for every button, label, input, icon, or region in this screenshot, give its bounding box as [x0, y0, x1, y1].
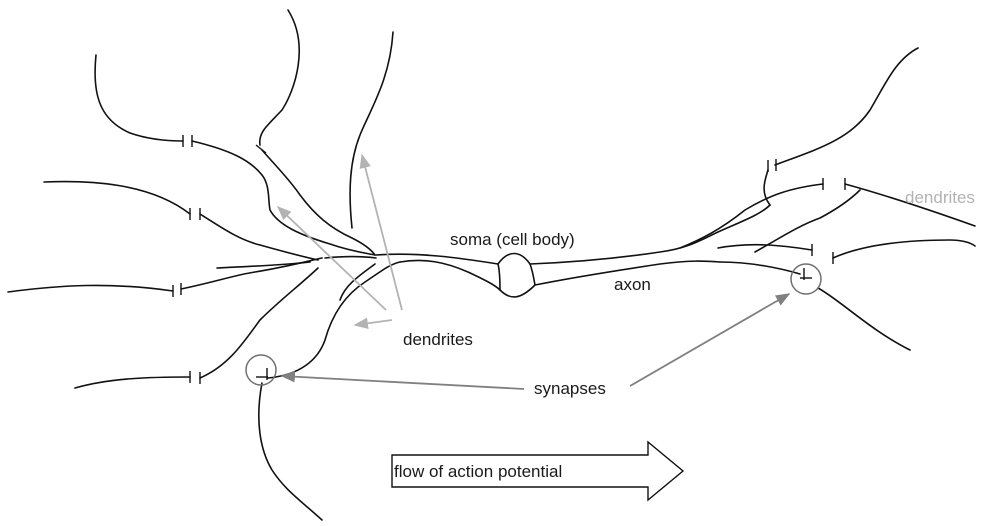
left-synapse-gaps	[173, 135, 268, 384]
synapses-label: synapses	[534, 379, 606, 398]
flow-arrow-label: flow of action potential	[394, 462, 562, 481]
dendrite-arrow	[362, 155, 402, 310]
dendrite-branch	[833, 240, 975, 258]
synapse-arrow	[630, 294, 789, 386]
synapse-circle-right	[791, 264, 821, 294]
dendrite-branch	[200, 268, 318, 378]
dendrite-arrow	[355, 320, 392, 325]
soma-label: soma (cell body)	[450, 230, 575, 249]
synapse-gap-mark	[256, 145, 266, 153]
synapse-arrow	[282, 376, 524, 389]
synapse-pointer-arrows	[282, 294, 789, 389]
dendrite-branch	[818, 288, 910, 350]
dendrite-branch	[755, 190, 860, 252]
dendrite-branch	[720, 262, 800, 274]
dendrite-branch	[192, 141, 375, 255]
soma-and-axon	[376, 205, 770, 297]
dendrite-branch	[259, 383, 322, 520]
synapse-circle-left	[246, 355, 276, 385]
dendrites-label: dendrites	[403, 330, 473, 349]
soma-bulge	[530, 264, 535, 285]
dendrite-branch	[217, 262, 310, 268]
dendrite-branch	[8, 285, 173, 292]
dendrite-branch	[262, 150, 375, 255]
soma-bulge	[498, 264, 500, 290]
dendrite-branch	[350, 32, 393, 228]
dendrite-branch	[680, 184, 823, 248]
dendrite-branch	[718, 245, 812, 250]
right-synapse-gaps	[768, 159, 845, 280]
dendrites-label-right: dendrites	[905, 188, 975, 207]
axon-label: axon	[614, 275, 651, 294]
dendrite-branch	[95, 55, 183, 141]
dendrite-arrow	[278, 207, 386, 310]
dendrite-branch	[268, 262, 400, 378]
axon-lower	[400, 260, 720, 297]
dendrite-branch	[260, 10, 299, 145]
dendrite-branch	[44, 182, 190, 214]
dendrite-branch	[775, 48, 918, 165]
dendrite-branch	[75, 377, 190, 388]
dendrite-branch	[200, 214, 318, 260]
left-dendrites	[8, 10, 400, 520]
dendrite-branch	[325, 257, 376, 259]
